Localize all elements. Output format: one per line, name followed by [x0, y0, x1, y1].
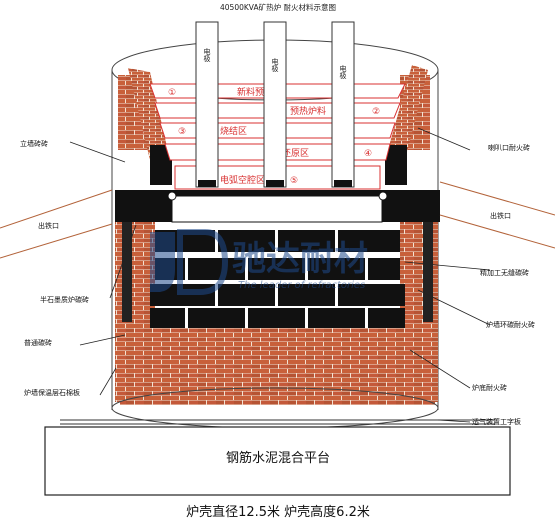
callout-lines [69, 127, 491, 423]
right-graphite-column [423, 222, 433, 322]
left-carbon-block [150, 145, 172, 185]
watermark-cn: 驰达耐材 [232, 239, 368, 279]
footer-dimensions: 炉壳直径12.5米 炉壳高度6.2米 [186, 504, 370, 520]
label-insulation: 炉墙保温层石棉板 [24, 388, 80, 397]
tap-line-left-2 [0, 223, 113, 259]
electrode-1-label: 电极 [203, 47, 211, 63]
zone-1-num: ① [168, 88, 176, 98]
right-carbon-block [385, 145, 407, 185]
label-horn-brick: 喇叭口耐火砖 [488, 143, 530, 152]
label-ring-carbon: 炉墙环碳耐火砖 [486, 320, 535, 329]
tap-line-right-1 [439, 181, 555, 216]
zone-4-label: 还原区 [282, 147, 309, 159]
zone-3-num: ③ [178, 127, 186, 137]
electrode-2 [263, 21, 287, 188]
electrode-3 [331, 21, 355, 188]
right-horn-bricks [385, 65, 428, 160]
zone-3-label: 烧结区 [220, 125, 247, 137]
left-graphite-column [122, 222, 132, 322]
label-wall-brick: 立墙砖砖 [20, 139, 48, 148]
label-tap-hole-right: 出铁口 [490, 211, 511, 220]
label-common-brick: 普通碳砖 [24, 338, 52, 347]
carbon-block-layers [150, 230, 405, 328]
zone-5-num: ⑤ [290, 176, 298, 186]
label-graphite-brick: 半石墨质炉碳砖 [40, 295, 89, 304]
zone-2-label: 预热炉料 [290, 105, 326, 117]
platform-label: 钢筋水泥混合平台 [226, 450, 330, 466]
tap-line-right-2 [439, 214, 555, 249]
concrete-platform [44, 426, 511, 496]
tap-hole-right-circle [378, 191, 388, 201]
tap-hole-left-circle [167, 191, 177, 201]
label-bottom-brick: 炉底耐火砖 [472, 383, 507, 392]
tap-hole-band-inner [171, 195, 383, 223]
electrode-1 [195, 21, 219, 188]
zone-5-label: 电弧空腔区 [220, 174, 265, 186]
zone-2-num: ② [372, 107, 380, 117]
watermark-logo [150, 229, 229, 295]
tap-line-left-1 [0, 189, 113, 229]
label-machined-brick: 精加工无缝碳砖 [480, 268, 529, 277]
label-tap-hole-left: 出铁口 [38, 221, 59, 230]
electrode-3-label: 电极 [339, 64, 347, 80]
zone-4-num: ④ [364, 149, 372, 159]
watermark-en: The leader of refractories [238, 280, 365, 291]
electrode-2-label: 电极 [271, 57, 279, 73]
label-vent-plate: 透气装置工字板 [472, 417, 521, 426]
left-horn-bricks [128, 68, 170, 160]
hearth-brick-body [120, 320, 435, 405]
diagram-title: 40500KVA矿热炉 耐火材料示意图 [220, 2, 336, 12]
